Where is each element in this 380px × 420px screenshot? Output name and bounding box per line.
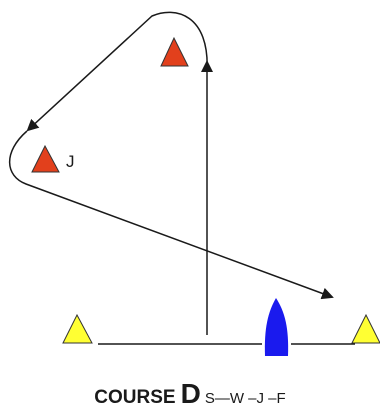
j-mark-label: J bbox=[66, 152, 75, 171]
start-right-yellow-triangle bbox=[351, 313, 380, 344]
caption-course-word: COURSE bbox=[94, 387, 176, 408]
boat-icon bbox=[264, 298, 289, 356]
j-mark-red-triangle bbox=[31, 144, 60, 173]
course-leg-top-to-j bbox=[26, 11, 208, 132]
course-leg-j-to-finish bbox=[9, 130, 334, 300]
caption-course-sequence: S—W –J –F bbox=[204, 390, 286, 407]
start-left-yellow-triangle bbox=[62, 313, 93, 344]
top-mark-red-triangle bbox=[160, 36, 189, 67]
caption-course-letter: D bbox=[180, 378, 201, 409]
